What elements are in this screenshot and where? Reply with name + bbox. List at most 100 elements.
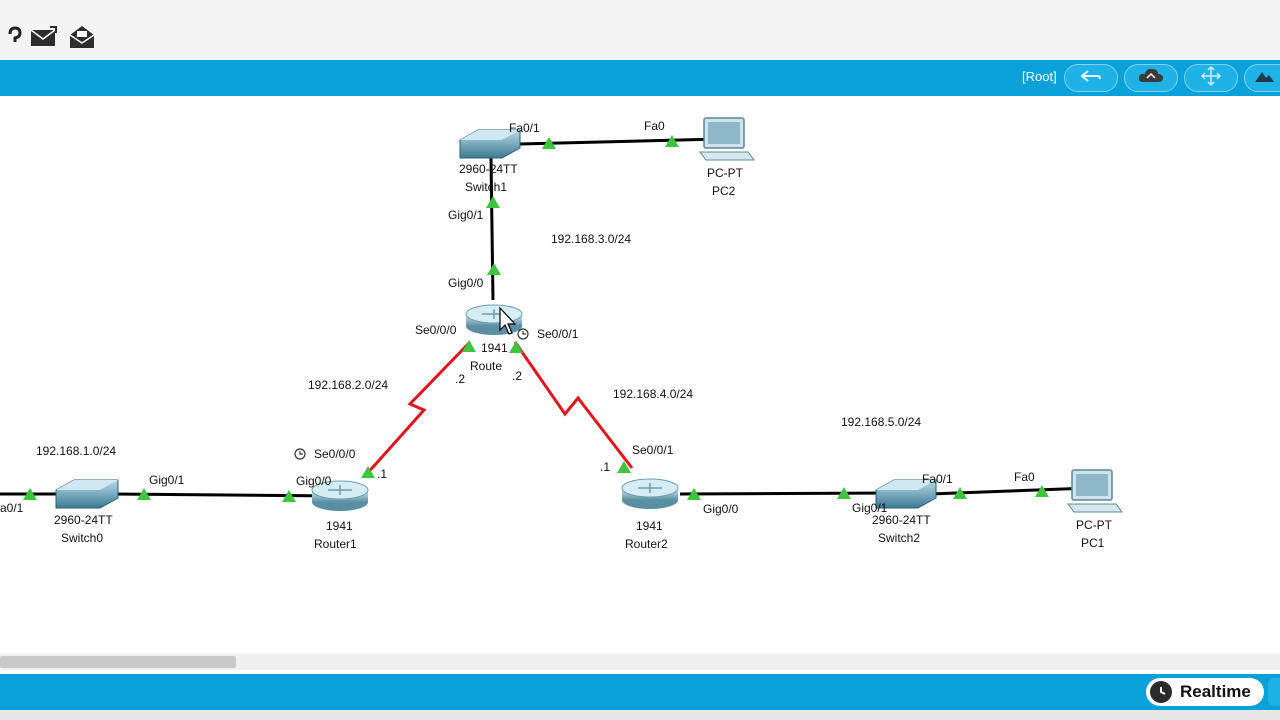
router0-name-label: Route	[470, 359, 502, 373]
port-label: Fa0/1	[922, 472, 953, 486]
switch0-device[interactable]: 2960-24TT Switch0	[54, 479, 119, 545]
link-switch2-pc1[interactable]	[929, 486, 1091, 496]
router2-name-label: Router2	[625, 537, 668, 551]
ethernet-links	[0, 137, 1091, 498]
link-up-indicator	[137, 488, 151, 500]
realtime-mode-button[interactable]: Realtime	[1146, 678, 1264, 706]
link-switch1-pc2[interactable]	[519, 137, 721, 146]
link-switch0-router1[interactable]	[109, 492, 341, 498]
pc1-model-label: PC-PT	[1076, 518, 1113, 532]
link-up-indicator	[462, 340, 476, 352]
cluster-button[interactable]	[1124, 64, 1178, 92]
back-button[interactable]	[1064, 64, 1118, 92]
link-up-indicator	[23, 488, 37, 500]
clock-icon	[294, 448, 306, 460]
port-label: Gig0/0	[703, 502, 739, 516]
link-up-indicator	[687, 488, 701, 500]
clock-icon	[517, 328, 529, 340]
link-router0-router1[interactable]	[363, 340, 472, 477]
move-object-button[interactable]	[1184, 64, 1238, 92]
help-icon[interactable]	[0, 22, 30, 52]
port-label: .2	[512, 369, 522, 383]
pc2-name-label: PC2	[712, 184, 736, 198]
horizontal-scrollbar[interactable]	[0, 654, 1280, 670]
link-status-indicators	[23, 135, 1049, 502]
network-label: 192.168.3.0/24	[551, 232, 631, 246]
network-labels: 192.168.3.0/24 192.168.2.0/24 192.168.4.…	[36, 232, 921, 458]
network-label: 192.168.2.0/24	[308, 378, 388, 392]
link-router2-switch2[interactable]	[679, 491, 891, 496]
bottom-mode-bar	[0, 674, 1280, 710]
port-label: Fa0	[644, 119, 665, 133]
port-label: Se0/0/0	[415, 323, 457, 337]
port-label: a0/1	[0, 501, 24, 515]
link-up-indicator	[1035, 485, 1049, 497]
switch2-model-label: 2960-24TT	[872, 513, 931, 527]
router0-device[interactable]: 1941 Route	[465, 304, 523, 373]
switch2-device[interactable]: 2960-24TT Switch2	[872, 479, 937, 545]
switch2-name-label: Switch2	[878, 531, 920, 545]
pc1-device[interactable]: PC-PT PC1	[1067, 469, 1123, 550]
link-up-indicator	[617, 461, 631, 473]
mountain-icon	[1254, 68, 1274, 89]
router2-device[interactable]: 1941 Router2	[621, 478, 679, 551]
switch1-model-label: 2960-24TT	[459, 162, 518, 176]
pc2-model-label: PC-PT	[707, 166, 744, 180]
move-icon	[1200, 65, 1222, 92]
network-label: 192.168.5.0/24	[841, 415, 921, 429]
router1-model-label: 1941	[326, 519, 353, 533]
pc2-device[interactable]: PC-PT PC2	[699, 117, 755, 198]
port-label: Gig0/1	[149, 473, 185, 487]
root-breadcrumb[interactable]: [Root]	[1022, 69, 1057, 84]
device-panel-strip	[0, 710, 1280, 720]
port-label: Se0/0/1	[537, 327, 579, 341]
port-label: Gig0/0	[296, 474, 332, 488]
port-label: Fa0	[1014, 470, 1035, 484]
router0-model-label: 1941	[481, 341, 508, 355]
horizontal-scrollbar-thumb[interactable]	[0, 656, 236, 668]
port-label: Fa0/1	[509, 121, 540, 135]
port-label: Se0/0/0	[314, 447, 356, 461]
simulation-mode-button[interactable]	[1268, 678, 1280, 706]
link-up-indicator	[542, 137, 556, 149]
link-router0-router2[interactable]	[513, 341, 634, 469]
link-up-indicator	[953, 487, 967, 499]
cloud-icon	[1138, 67, 1164, 90]
back-icon	[1080, 68, 1102, 89]
serial-links	[363, 340, 634, 477]
viewport-button[interactable]	[1244, 64, 1280, 92]
link-up-indicator	[665, 135, 679, 147]
pc1-name-label: PC1	[1081, 536, 1105, 550]
link-up-indicator	[837, 487, 851, 499]
network-topology: 2960-24TT Switch1 PC-PT PC2 1941 Route	[0, 117, 1123, 551]
port-labels: Fa0/1 Fa0 Gig0/1 Gig0/0 Se0/0/0 Se0/0/1 …	[0, 119, 1035, 516]
router1-name-label: Router1	[314, 537, 357, 551]
port-label: Gig0/0	[448, 276, 484, 290]
port-label: Se0/0/1	[632, 443, 674, 457]
network-label: 192.168.4.0/24	[613, 387, 693, 401]
link-up-indicator	[509, 341, 523, 353]
router2-model-label: 1941	[636, 519, 663, 533]
port-label: .2	[455, 372, 465, 386]
realtime-label: Realtime	[1180, 682, 1251, 701]
link-up-indicator	[487, 263, 501, 275]
switch0-name-label: Switch0	[61, 531, 103, 545]
logical-workspace[interactable]: 2960-24TT Switch1 PC-PT PC2 1941 Route	[0, 96, 1280, 660]
open-envelope-icon[interactable]	[67, 22, 97, 52]
link-up-indicator	[361, 466, 375, 478]
network-label: 192.168.1.0/24	[36, 444, 116, 458]
switch1-name-label: Switch1	[465, 180, 507, 194]
switch1-device[interactable]: 2960-24TT Switch1	[459, 129, 521, 194]
router1-device[interactable]: 1941 Router1	[311, 480, 369, 551]
port-label: Gig0/1	[852, 501, 888, 515]
envelope-icon[interactable]	[28, 22, 58, 52]
switch0-model-label: 2960-24TT	[54, 513, 113, 527]
link-up-indicator	[282, 490, 296, 502]
clock-icon	[1150, 681, 1172, 703]
main-toolbar	[0, 0, 1280, 61]
port-label: .1	[600, 460, 610, 474]
mouse-cursor-icon	[499, 306, 517, 335]
port-label: .1	[377, 467, 387, 481]
link-switch1-router0[interactable]	[489, 157, 495, 301]
link-up-indicator	[486, 196, 500, 208]
